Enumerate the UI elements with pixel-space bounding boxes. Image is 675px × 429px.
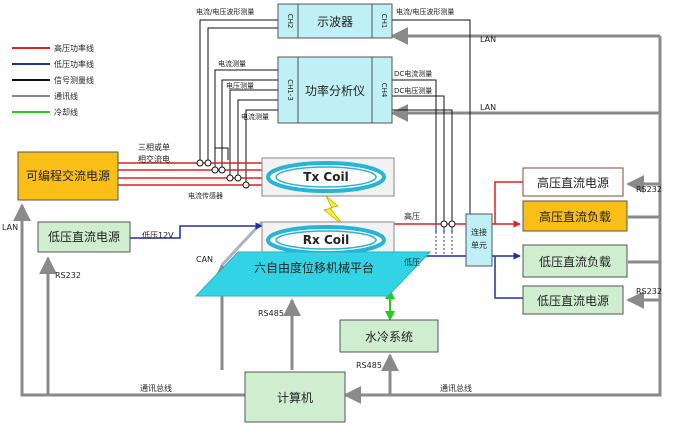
current-measure-2-label: 电流测量 bbox=[241, 112, 269, 121]
voltage-measure-label: 电压测量 bbox=[226, 81, 254, 90]
signal-lines bbox=[199, 19, 471, 232]
comm-lines bbox=[12, 27, 662, 404]
lv-dc-source-right-label: 低压直流电源 bbox=[537, 294, 609, 308]
pa-ch4-label: CH4 bbox=[380, 83, 388, 98]
ac-power-lines bbox=[118, 162, 262, 186]
legend-label-high-voltage: 高压功率线 bbox=[54, 43, 94, 53]
osc-left-measure-label: 电流/电压波形测量 bbox=[196, 7, 254, 16]
computer: 计算机 bbox=[244, 371, 346, 423]
computer-label: 计算机 bbox=[277, 390, 313, 405]
connection-unit-label-b: 单元 bbox=[471, 240, 487, 250]
lv-label: 低压 bbox=[404, 257, 420, 267]
oscilloscope: 示波器 CH2 CH1 bbox=[277, 3, 393, 39]
hv-dc-load: 高压直流负载 bbox=[522, 200, 628, 232]
lv-dc-load: 低压直流负载 bbox=[522, 244, 628, 278]
water-cooling: 水冷系统 bbox=[339, 319, 439, 353]
legend-label-comm: 通讯线 bbox=[54, 91, 78, 101]
osc-ch2-label: CH2 bbox=[286, 14, 294, 29]
three-phase-label: 三相或单 bbox=[138, 142, 170, 152]
oscilloscope-label: 示波器 bbox=[317, 15, 353, 29]
hv-dc-source: 高压直流电源 bbox=[522, 167, 624, 197]
rs485-mid-label: RS485 bbox=[356, 361, 382, 370]
dc-voltage-measure-label: DC电压测量 bbox=[394, 86, 432, 95]
power-analyzer-label: 功率分析仪 bbox=[305, 83, 365, 98]
rx-coil-label: Rx Coil bbox=[303, 233, 349, 247]
hv-dc-source-label: 高压直流电源 bbox=[537, 175, 609, 190]
current-sensors bbox=[196, 159, 250, 189]
rs485-left-label: RS485 bbox=[258, 309, 284, 318]
legend-label-low-voltage: 低压功率线 bbox=[54, 59, 94, 69]
tx-coil-label: Tx Coil bbox=[303, 170, 348, 184]
osc-right-measure-label: 电流/电压波形测量 bbox=[396, 7, 454, 16]
dashed-connectors bbox=[435, 224, 471, 256]
lv12-label: 低压12V bbox=[142, 230, 174, 240]
bus-right-label: 通讯总线 bbox=[440, 383, 472, 393]
connection-unit: 连接 单元 bbox=[465, 213, 493, 267]
current-sensor-label: 电流传感器 bbox=[188, 191, 223, 200]
lv-dc-source-left-label: 低压直流电源 bbox=[48, 230, 120, 244]
platform-label: 六自由度位移机械平台 bbox=[254, 260, 374, 275]
coil-assembly: Tx Coil Rx Coil bbox=[261, 157, 395, 259]
lan-left-label: LAN bbox=[2, 223, 18, 232]
hv-dc-load-label: 高压直流负载 bbox=[539, 209, 611, 224]
legend: 高压功率线 低压功率线 信号测量线 通讯线 冷却线 bbox=[12, 43, 94, 117]
power-analyzer: 功率分析仪 CH1-3 CH4 bbox=[277, 56, 393, 124]
rs232-left-label: RS232 bbox=[55, 271, 81, 280]
current-measure-label: 电流测量 bbox=[218, 59, 246, 68]
connection-unit-label-a: 连接 bbox=[471, 227, 487, 237]
lan-top-label: LAN bbox=[480, 35, 496, 44]
can-label: CAN bbox=[196, 255, 213, 264]
lv-dc-source-right: 低压直流电源 bbox=[522, 285, 624, 315]
six-dof-platform: 六自由度位移机械平台 bbox=[194, 251, 432, 297]
output-sensors bbox=[440, 220, 456, 228]
hv-label: 高压 bbox=[404, 211, 420, 221]
lan-mid-label: LAN bbox=[480, 103, 496, 112]
rs232-right-bottom-label: RS232 bbox=[636, 287, 662, 296]
ac-source-label: 可编程交流电源 bbox=[26, 168, 110, 183]
ac-source: 可编程交流电源 bbox=[17, 151, 119, 201]
lv-dc-source-left: 低压直流电源 bbox=[37, 221, 131, 253]
phase-ac-label: 相交流电 bbox=[138, 154, 170, 164]
legend-label-signal: 信号测量线 bbox=[54, 75, 94, 85]
lv-dc-load-label: 低压直流负载 bbox=[539, 255, 611, 269]
water-cooling-label: 水冷系统 bbox=[365, 330, 413, 344]
pa-ch13-label: CH1-3 bbox=[286, 79, 294, 101]
bus-left-label: 通讯总线 bbox=[140, 383, 172, 393]
lv12-line bbox=[130, 222, 263, 239]
osc-ch1-label: CH1 bbox=[380, 14, 388, 29]
legend-label-cooling: 冷却线 bbox=[54, 107, 78, 117]
rs232-right-top-label: RS232 bbox=[636, 185, 662, 194]
dc-current-measure-label: DC电流测量 bbox=[394, 69, 432, 78]
annotations: 电流/电压波形测量 电流/电压波形测量 电流测量 电压测量 DC电流测量 DC电… bbox=[2, 7, 662, 393]
